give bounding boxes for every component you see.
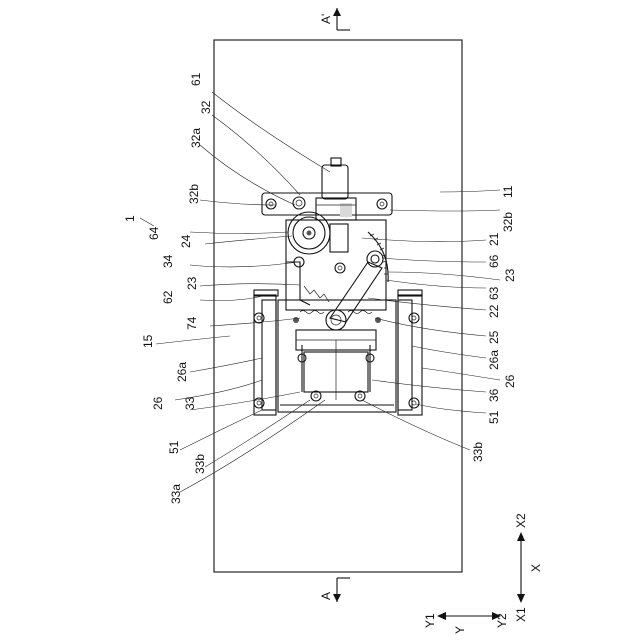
section-marker-bottom: A [319,578,350,602]
section-label-top: A' [319,14,333,24]
label-26a-right: 26a [487,350,501,370]
axis-label-x2: X2 [514,513,528,528]
label-74: 74 [185,316,199,330]
section-label-bottom: A [319,592,333,600]
label-24: 24 [179,234,193,248]
label-26-left: 26 [151,396,165,410]
label-23-right: 23 [503,268,517,282]
right-rail [398,295,422,415]
label-33a: 33a [169,484,183,504]
carriage [278,300,396,412]
label-33b-right: 33b [471,442,485,462]
reference-labels: 61 32 32a 32b 1 64 24 34 23 62 74 15 26a… [123,72,517,504]
label-11: 11 [501,185,515,198]
label-23-left: 23 [185,276,199,290]
label-36: 36 [487,388,501,402]
label-51-left: 51 [167,440,181,454]
label-63: 63 [487,286,501,300]
main-frame [286,220,388,322]
label-26a-left: 26a [175,362,189,382]
label-1: 1 [123,215,137,222]
leader-lines [140,92,500,492]
gear-wheel [288,197,330,254]
label-32b-right: 32b [501,212,515,232]
section-marker-top: A' [319,8,350,30]
label-64: 64 [147,226,161,240]
label-66: 66 [487,254,501,268]
label-33b-left: 33b [193,454,207,474]
axis-label-y: Y [453,626,467,634]
axis-indicator: X2 X X1 Y1 Y Y2 [423,513,543,634]
label-33: 33 [183,396,197,410]
label-51-right: 51 [487,410,501,424]
label-21: 21 [487,232,501,246]
label-25: 25 [487,330,501,344]
label-34: 34 [161,254,175,268]
label-32a: 32a [189,128,203,148]
label-15: 15 [141,334,155,348]
axis-label-y1: Y1 [423,613,437,628]
axis-label-x: X [529,564,543,572]
label-61: 61 [189,72,203,86]
label-22: 22 [487,304,501,318]
axis-label-x1: X1 [514,607,528,622]
upper-bracket [262,193,392,215]
label-26-right: 26 [503,374,517,388]
axis-label-y2: Y2 [495,613,509,628]
label-32: 32 [199,100,213,114]
label-62: 62 [161,290,175,304]
label-32b-left: 32b [187,184,201,204]
